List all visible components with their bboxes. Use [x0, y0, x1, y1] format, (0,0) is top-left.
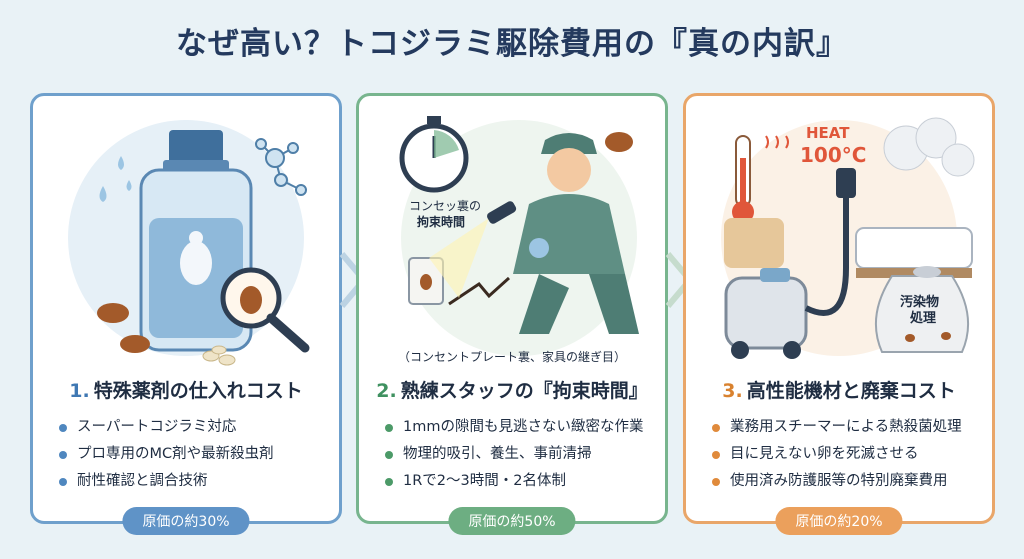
illustration-label: コンセッ裏の: [409, 198, 481, 213]
steamer-illustration: HEAT 100°C 汚染物 処理: [721, 117, 975, 359]
cost-share-badge: 原価の約20%: [775, 507, 903, 535]
illustration-label: 拘束時間: [417, 214, 465, 229]
heat-label: HEAT: [806, 124, 850, 142]
heat-wave-icon: [765, 135, 789, 149]
card-heading: 高性能機材と廃棄コスト: [746, 380, 956, 402]
worker-figure: [513, 133, 639, 334]
bullet-list: 1mmの隙間も見逃さない緻密な作業 物理的吸引、養生、事前清掃 1Rで2〜3時間…: [383, 414, 643, 495]
cost-share-badge: 原価の約50%: [448, 507, 576, 535]
list-item: 耐性確認と調合技術: [57, 468, 274, 495]
list-item: 物理的吸引、養生、事前清掃: [383, 441, 643, 468]
card-heading: 熟練スタッフの『拘束時間』: [400, 380, 648, 402]
list-item: 目に見えない卵を死滅させる: [710, 441, 962, 468]
molecule-icon: [255, 138, 307, 196]
thermometer-icon: [732, 135, 754, 223]
chair-icon: [724, 218, 784, 268]
bullet-list: スーパートコジラミ対応 プロ専用のMC剤や最新殺虫剤 耐性確認と調合技術: [57, 414, 274, 495]
list-item: スーパートコジラミ対応: [57, 414, 274, 441]
list-item: 業務用スチーマーによる熱殺菌処理: [710, 414, 962, 441]
cost-share-badge: 原価の約30%: [122, 507, 250, 535]
bedbug-icon: [605, 132, 633, 152]
list-item: 1Rで2〜3時間・2名体制: [383, 468, 643, 495]
egg-icon: [202, 345, 236, 366]
list-item: プロ専用のMC剤や最新殺虫剤: [57, 441, 274, 468]
water-drop-icon: [99, 186, 107, 202]
cost-card-labor: コンセッ裏の 拘束時間 （コンセントプレート裏、家具の継ぎ目） 2.熟練スタッフ…: [356, 93, 668, 535]
flashlight-icon: [487, 201, 517, 224]
stopwatch-icon: [399, 116, 469, 193]
water-drop-icon: [118, 156, 124, 170]
water-drop-icon: [126, 180, 132, 191]
magnifier-icon: [220, 267, 310, 353]
steam-cloud-icon: [883, 117, 975, 177]
mattress-icon: [855, 227, 973, 269]
card-number: 3.: [722, 380, 743, 402]
bullet-list: 業務用スチーマーによる熱殺菌処理 目に見えない卵を死滅させる 使用済み防護服等の…: [710, 414, 962, 495]
chemical-bottle-illustration: [68, 120, 310, 366]
illustration-caption: （コンセントプレート裏、家具の継ぎ目）: [397, 350, 626, 364]
waste-bag-icon: [874, 266, 970, 353]
waste-bag-label: 汚染物: [900, 294, 939, 310]
cost-card-chemicals: 1.特殊薬剤の仕入れコスト スーパートコジラミ対応 プロ専用のMC剤や最新殺虫剤…: [30, 93, 342, 535]
waste-bag-label: 処理: [909, 310, 936, 326]
card-heading: 特殊薬剤の仕入れコスト: [93, 380, 303, 402]
list-item: 使用済み防護服等の特別廃棄費用: [710, 468, 962, 495]
page-title: なぜ高い？トコジラミ駆除費用の『真の内訳』: [176, 26, 848, 62]
steam-cleaner-icon: [724, 168, 856, 359]
crack-icon: [448, 276, 511, 306]
card-number: 1.: [69, 380, 90, 402]
power-outlet-icon: [408, 257, 444, 305]
card-number: 2.: [376, 380, 397, 402]
technician-illustration: コンセッ裏の 拘束時間: [399, 116, 639, 356]
bedbug-icon: [97, 303, 150, 353]
list-item: 1mmの隙間も見逃さない緻密な作業: [383, 414, 643, 441]
temperature-label: 100°C: [800, 143, 866, 167]
cost-card-equipment: HEAT 100°C 汚染物 処理 3.高性能機材と廃棄コスト 業務用ス: [683, 93, 995, 535]
